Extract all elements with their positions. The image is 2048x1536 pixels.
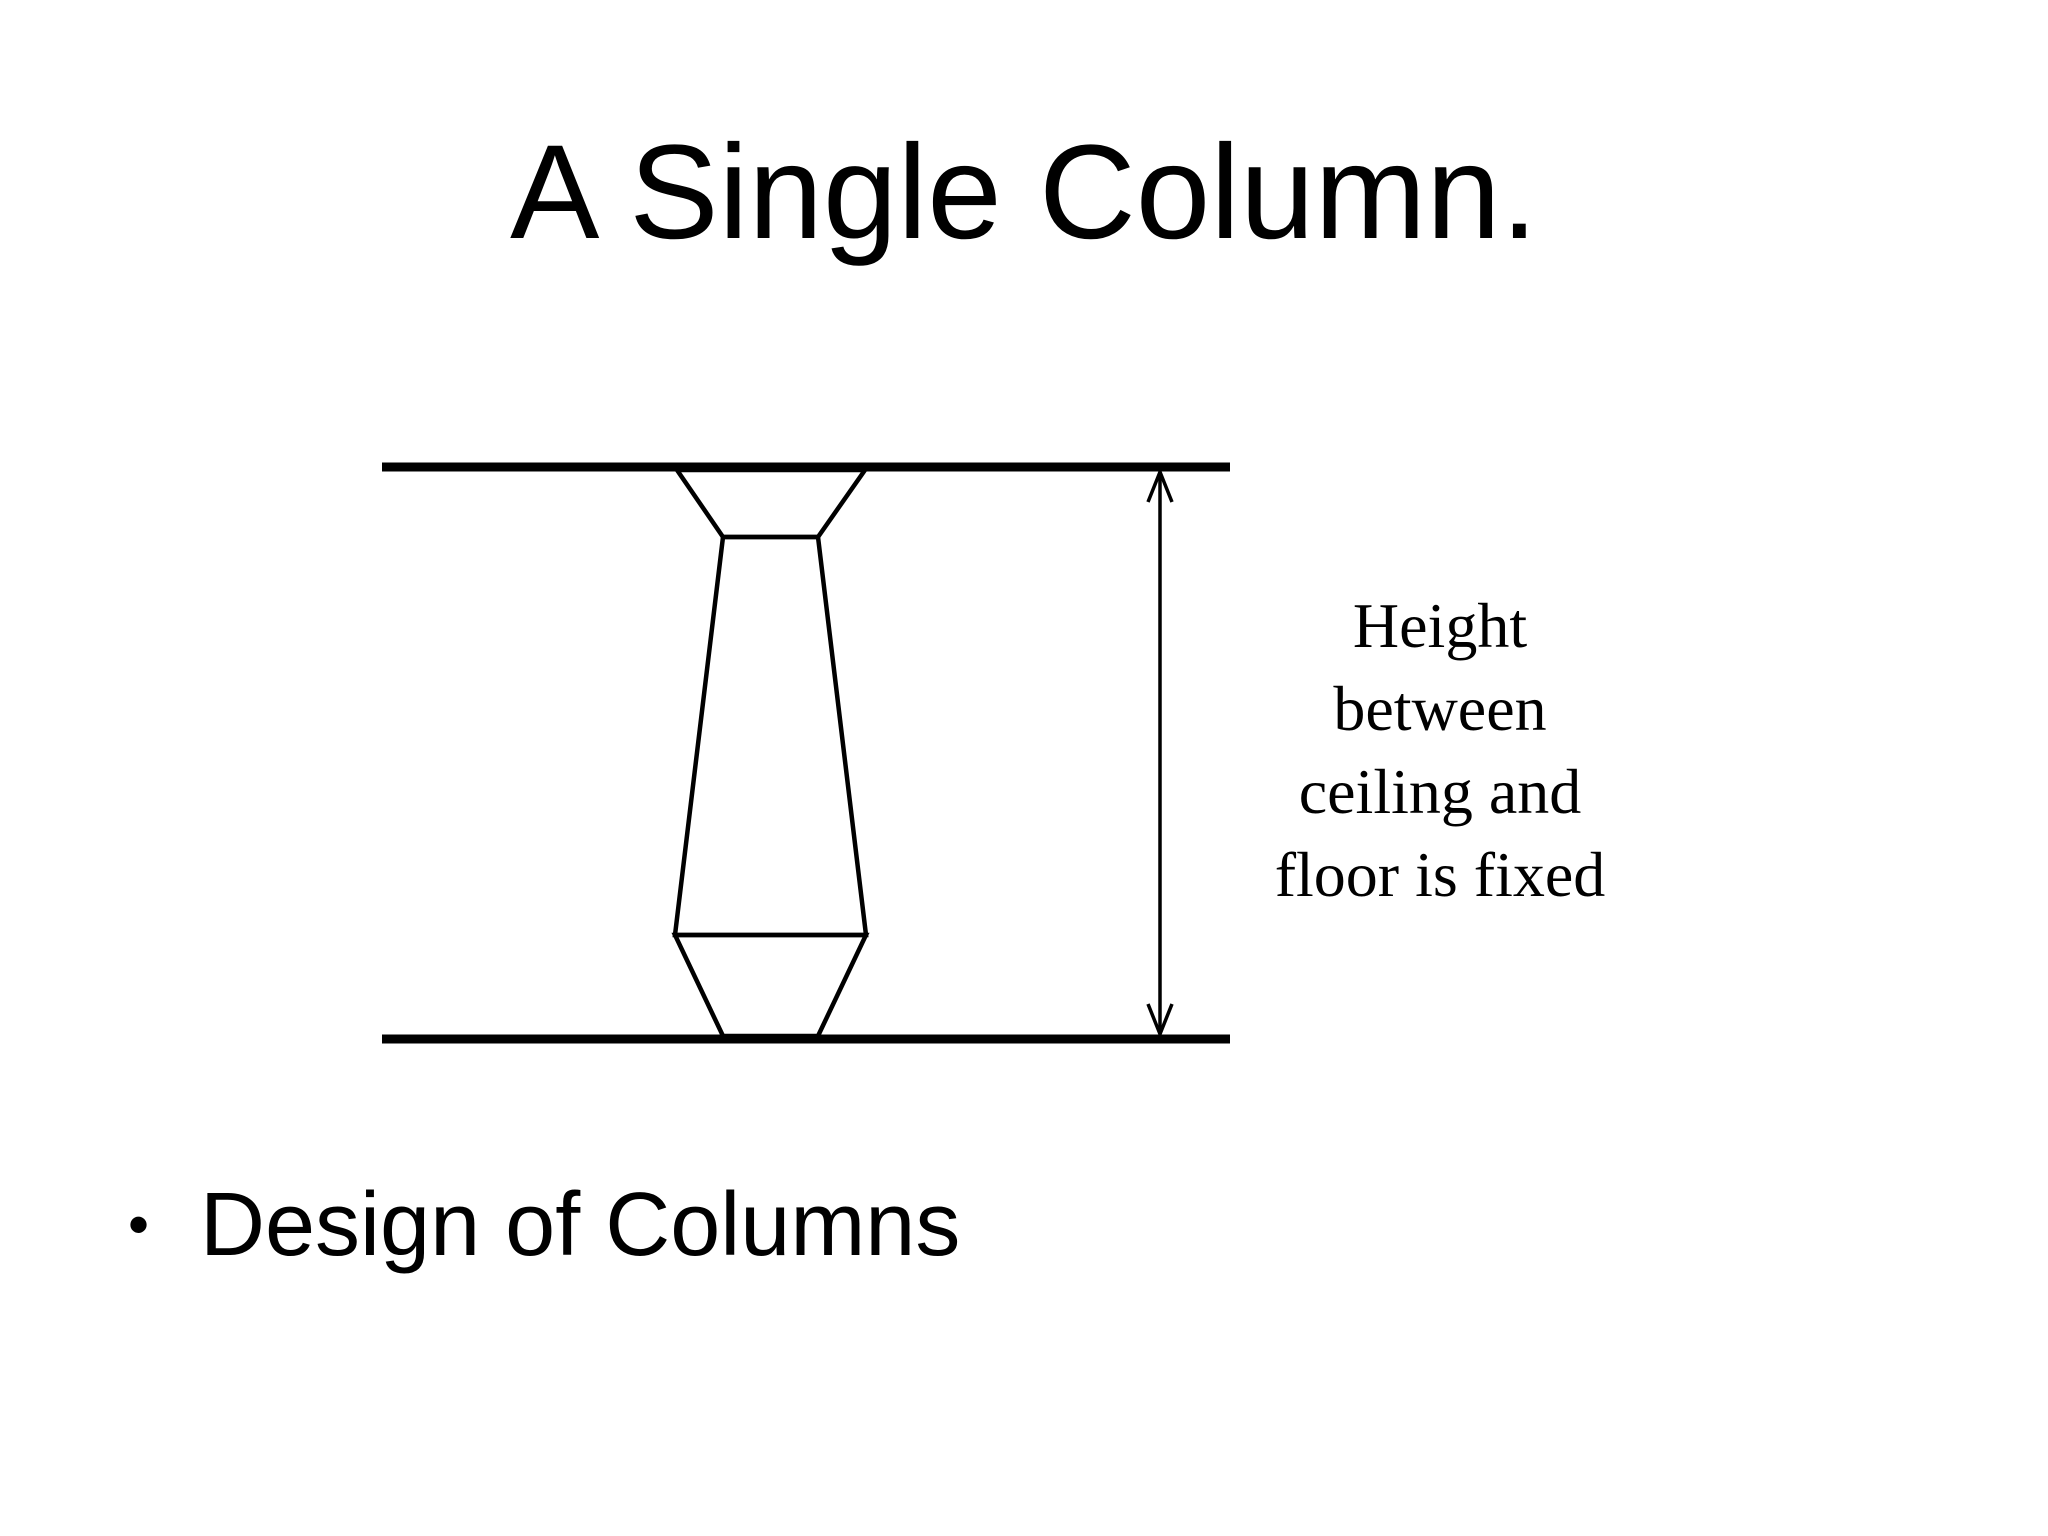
bullet-item: • Design of Columns — [128, 1170, 960, 1280]
annotation-line: ceiling and — [1298, 756, 1582, 827]
height-annotation: Height between ceiling and floor is fixe… — [1230, 584, 1650, 916]
annotation-line: between — [1333, 673, 1547, 744]
column-capital — [672, 467, 870, 540]
bullet-list: • Design of Columns — [128, 1170, 960, 1280]
slide-title: A Single Column. — [510, 118, 1538, 267]
bullet-dot: • — [128, 1191, 150, 1258]
annotation-line: floor is fixed — [1274, 839, 1606, 910]
annotation-line: Height — [1352, 590, 1528, 661]
column-base — [671, 932, 870, 1039]
column-shaft — [672, 534, 869, 938]
bullet-text: Design of Columns — [200, 1175, 961, 1275]
arrowhead-up-icon — [1146, 467, 1174, 503]
arrowhead-down-icon — [1146, 1003, 1174, 1039]
height-dimension-arrow — [1146, 467, 1174, 1039]
